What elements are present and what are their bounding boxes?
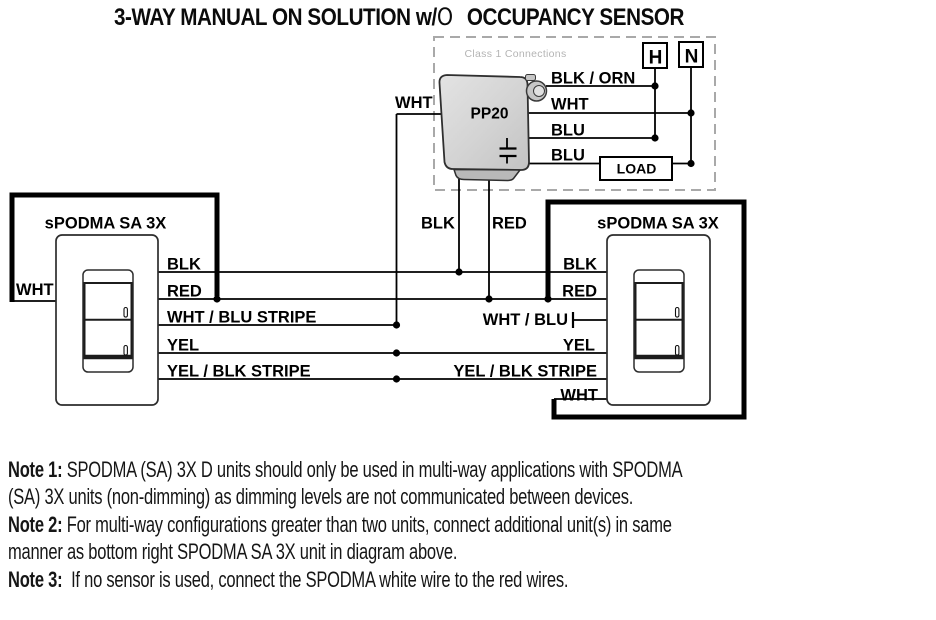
title-main-left: 3-WAY MANUAL ON SOLUTION w/ — [114, 4, 437, 31]
pp20-wht-left-label: WHT — [395, 94, 433, 112]
note1-label: Note 1: — [8, 457, 63, 482]
neutral-terminal-box — [678, 41, 704, 68]
junction-yel-blk-bus — [392, 375, 401, 383]
right-rocker-led-bottom — [674, 344, 680, 356]
blk-orn-wire-label: BLK / ORN — [551, 70, 635, 88]
title-main-right: OCCUPANCY SENSOR — [466, 4, 685, 31]
wire-junction-dots — [213, 82, 695, 383]
right-switch-title: sPODMA SA 3X — [597, 215, 719, 233]
pp20-connector-nut-inner — [533, 85, 545, 97]
left-switch-red-label: RED — [167, 283, 202, 301]
right-switch-blk-label: BLK — [563, 256, 597, 274]
load-label: LOAD — [617, 161, 657, 177]
hot-terminal-box — [642, 42, 668, 69]
pp20-blk-drop-label: BLK — [421, 215, 455, 233]
junction-wht-neutral — [687, 109, 695, 117]
pp20-device-base — [453, 168, 521, 182]
left-switch-wht-label: WHT — [16, 281, 54, 299]
left-switch-title: sPODMA SA 3X — [45, 215, 167, 233]
pp20-label: PP20 — [471, 106, 509, 123]
right-switch-red-label: RED — [562, 283, 597, 301]
junction-blu-hot — [651, 134, 659, 142]
neutral-terminal-label: N — [685, 47, 699, 68]
note3-line1: Note 3: If no sensor is used, connect th… — [8, 566, 682, 593]
left-rocker-led-top — [123, 306, 128, 318]
right-switch-wht-blu-label: WHT / BLU — [483, 311, 568, 329]
note2-line2: manner as bottom right SPODMA SA 3X unit… — [8, 538, 682, 565]
note2-label: Note 2: — [8, 511, 63, 537]
note2-text1: For multi-way configurations greater tha… — [62, 511, 672, 537]
junction-load-neutral — [687, 159, 695, 168]
blu-bottom-wire-label: BLU — [551, 147, 585, 165]
left-switch-yel-label: YEL — [167, 337, 199, 355]
left-switch-blk-label: BLK — [167, 256, 201, 274]
note3-label: Note 3: — [8, 566, 63, 592]
right-switch-yel-label: YEL — [563, 337, 595, 355]
wiring-diagram-canvas: Class 1 Connections — [9, 36, 747, 420]
note1-text2: (SA) 3X units (non-dimming) as dimming l… — [8, 484, 634, 510]
note3-text1: If no sensor is used, connect the SPODMA… — [62, 566, 569, 592]
blu-top-wire-label: BLU — [551, 122, 585, 140]
right-switch-yel-blk-label: YEL / BLK STRIPE — [453, 363, 597, 381]
right-switch-wht-label: WHT — [560, 387, 598, 405]
load-box — [599, 156, 673, 181]
right-rocker-led-top — [674, 306, 680, 318]
left-wht-to-red-jumper-wire — [9, 192, 220, 302]
junction-yel-bus — [392, 349, 401, 357]
note1-line2: (SA) 3X units (non-dimming) as dimming l… — [8, 483, 682, 510]
junction-red-bus-right-jumper — [544, 295, 552, 303]
junction-blk-bus — [455, 268, 463, 276]
left-switch-wht-blu-label: WHT / BLU STRIPE — [167, 309, 316, 327]
junction-wht-blu-stripe — [392, 321, 401, 329]
note1-text1: SPODMA (SA) 3X D units should only be us… — [62, 457, 683, 482]
note1-line1: Note 1: SPODMA (SA) 3X D units should on… — [8, 456, 683, 483]
title-o-character: O — [436, 3, 454, 31]
right-wht-to-red-jumper-wire — [545, 199, 747, 420]
left-switch-yel-blk-label: YEL / BLK STRIPE — [167, 363, 311, 381]
note2-text2: manner as bottom right SPODMA SA 3X unit… — [8, 539, 458, 565]
pp20-connector-tab — [525, 74, 536, 81]
notes-section: Note 1: SPODMA (SA) 3X D units should on… — [8, 456, 907, 593]
junction-red-bus-left-jumper — [213, 295, 221, 303]
junction-blkorn-hot — [651, 82, 659, 90]
pp20-red-drop-label: RED — [492, 215, 527, 233]
class1-zone-label: Class 1 Connections — [465, 48, 567, 60]
left-rocker-led-bottom — [123, 344, 128, 356]
pp20-relay-contact-symbol — [499, 138, 517, 164]
note2-line1: Note 2: For multi-way configurations gre… — [8, 511, 682, 538]
pp20-wht-right-label: WHT — [551, 96, 589, 114]
right-switch-device — [606, 234, 711, 406]
page-title: 3-WAY MANUAL ON SOLUTION w/O OCCUPANCY SE… — [114, 3, 684, 32]
junction-red-bus-pp20 — [485, 295, 493, 303]
left-switch-device — [55, 234, 159, 406]
hot-terminal-label: H — [649, 48, 663, 69]
